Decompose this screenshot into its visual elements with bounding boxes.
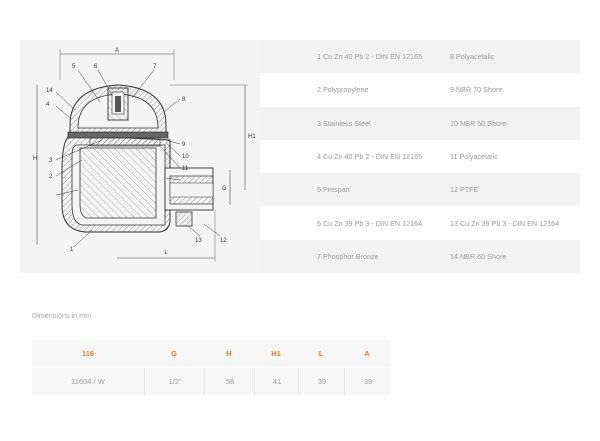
dim-label-a: A <box>115 48 119 54</box>
material-right: 14 NBR 60 Shore <box>450 251 507 261</box>
dimensions-data-row: 11604 / W 1/2" 58 41 39 39 <box>32 368 390 395</box>
part-label-4: 4 <box>46 102 50 108</box>
part-label-2: 2 <box>49 174 53 180</box>
dimensions-header-row: 116 G H H1 L A <box>32 340 390 367</box>
dimensions-table: 116 G H H1 L A 11604 / W 1/2" 58 41 39 3… <box>32 340 390 395</box>
material-right: 8 Polyacetalic <box>450 52 495 61</box>
material-left: 1 Cu Zn 40 Pb 2 - DIN EN 12165 <box>317 52 423 61</box>
part-label-1: 1 <box>70 247 74 253</box>
header-cell-code: 116 <box>81 349 95 358</box>
part-label-10: 10 <box>182 154 189 160</box>
material-right: 11 Polyacetalic <box>450 151 498 161</box>
material-row: 5 Prespan 12 PTFE <box>260 173 580 207</box>
cell-h: 58 <box>204 368 255 395</box>
material-left: 4 Cu Zn 40 Pb 2 - DIN EN 12165 <box>317 151 423 161</box>
header-cell-l: L <box>318 349 324 358</box>
dimensions-caption: Dimensions in mm <box>32 311 92 320</box>
header-cell-h1: H1 <box>271 349 281 358</box>
cell-a: 39 <box>344 368 391 395</box>
part-label-13: 13 <box>195 238 202 244</box>
material-left: 6 Cu Zn 39 Pb 3 - DIN EN 12164 <box>317 218 423 228</box>
material-row: 7 Phosphor Bronze 14 NBR 60 Shore <box>260 239 580 274</box>
part-label-5: 5 <box>72 64 76 70</box>
technical-drawing-panel: A H H1 G L <box>20 40 260 273</box>
cell-g: 1/2" <box>144 368 205 395</box>
dim-label-h: H <box>33 156 37 162</box>
part-label-9: 9 <box>182 142 186 148</box>
header-cell-a: A <box>364 349 370 358</box>
material-row: 6 Cu Zn 39 Pb 3 - DIN EN 12164 13 Cu Zn … <box>260 207 580 240</box>
material-left: 2 Polypropylene <box>317 85 369 95</box>
material-right: 13 Cu Zn 39 Pb 3 - DIN EN 12164 <box>450 218 560 228</box>
material-left: 5 Prespan <box>317 185 350 195</box>
cell-h1: 41 <box>254 368 299 395</box>
dim-label-h1: H1 <box>248 134 256 140</box>
material-left: 3 Stainless Steel <box>317 118 371 128</box>
part-label-7: 7 <box>153 64 157 70</box>
part-label-6: 6 <box>94 64 98 70</box>
part-label-12: 12 <box>220 238 227 244</box>
material-left: 7 Phosphor Bronze <box>317 251 379 261</box>
cell-code: 11604 / W <box>71 377 105 386</box>
valve-cross-section-drawing: A H H1 G L <box>33 48 256 262</box>
material-row: 4 Cu Zn 40 Pb 2 - DIN EN 12165 11 Polyac… <box>260 140 580 173</box>
material-right: 10 NBR 50 Shore <box>450 118 507 128</box>
part-label-14: 14 <box>46 88 53 94</box>
dim-label-l: L <box>164 250 168 256</box>
part-label-3: 3 <box>49 158 53 164</box>
cell-l: 39 <box>298 368 345 395</box>
header-cell-g: G <box>171 349 177 358</box>
material-row: 3 Stainless Steel 10 NBR 50 Shore <box>260 106 580 140</box>
material-right: 12 PTFE <box>450 185 479 195</box>
header-cell-h: H <box>226 349 232 358</box>
material-right: 9 NBR 70 Shore <box>450 85 503 95</box>
materials-table: 1 Cu Zn 40 Pb 2 - DIN EN 12165 8 Polyace… <box>260 40 580 274</box>
material-row: 1 Cu Zn 40 Pb 2 - DIN EN 12165 8 Polyace… <box>260 40 580 74</box>
dim-label-g: G <box>222 186 227 192</box>
part-label-8: 8 <box>182 97 186 103</box>
material-row: 2 Polypropylene 9 NBR 70 Shore <box>260 73 580 106</box>
part-label-11: 11 <box>182 166 189 172</box>
